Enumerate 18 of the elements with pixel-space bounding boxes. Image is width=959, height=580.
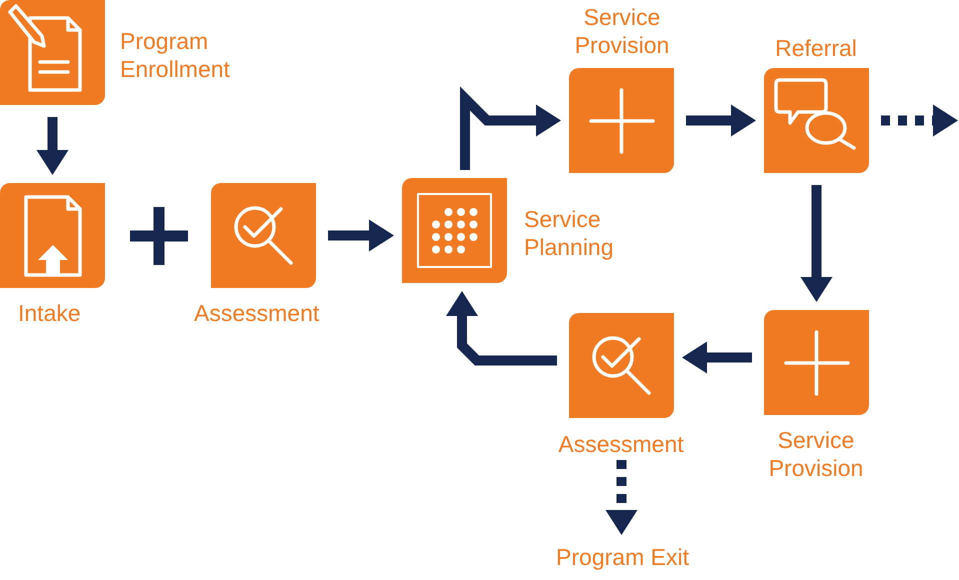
step-label: Service Provision: [768, 426, 864, 482]
step-label: Program Exit: [555, 543, 690, 571]
arrow: [446, 291, 557, 366]
arrow: [36, 117, 68, 175]
step-label: Referral: [774, 34, 858, 62]
step-label: Intake: [18, 299, 82, 327]
step-label: Service Provision: [574, 3, 670, 59]
step-label: Assessment: [194, 299, 320, 327]
arrow: [606, 460, 638, 535]
step-label: Assessment: [557, 430, 685, 458]
arrow: [460, 86, 561, 170]
step-label: Program Enrollment: [120, 27, 231, 83]
step-label: Service Planning: [524, 205, 615, 261]
arrow: [686, 104, 756, 136]
arrow: [328, 220, 394, 252]
arrow: [682, 342, 752, 374]
arrow: [800, 185, 832, 302]
arrow: [881, 104, 958, 136]
